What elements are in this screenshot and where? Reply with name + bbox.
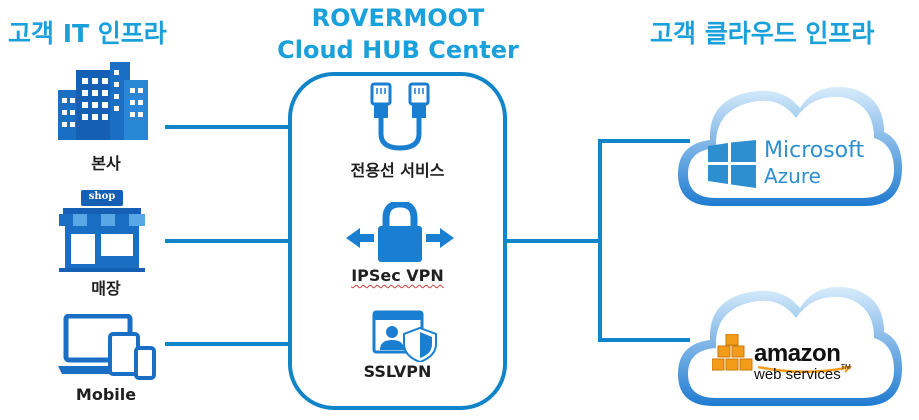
- shop-icon: shop: [57, 190, 147, 272]
- right-heading: 고객 클라우드 인프라: [650, 19, 875, 48]
- aws-line2-wrap: web servicesTM: [754, 364, 851, 383]
- azure-line1: Microsoft: [764, 138, 865, 163]
- office-building-icon: [58, 62, 148, 140]
- aws-cloud: [678, 286, 902, 406]
- aws-cubes-icon: [712, 334, 753, 371]
- left-heading: 고객 IT 인프라: [8, 19, 167, 48]
- label-mobile: Mobile: [75, 385, 137, 404]
- label-leased-line: 전용선 서비스: [350, 161, 445, 180]
- aws-line2: web services: [754, 366, 841, 383]
- aws-tm: TM: [840, 364, 851, 371]
- ethernet-cable-icon: [370, 82, 430, 151]
- windows-logo-icon: [708, 140, 756, 188]
- aws-line1: amazon: [754, 340, 841, 367]
- label-sslvpn: SSLVPN: [363, 362, 432, 381]
- user-shield-icon: [372, 310, 437, 362]
- aws-smile-icon: [757, 366, 852, 373]
- hub-title-line2: Cloud HUB Center: [277, 36, 519, 64]
- label-hq: 본사: [91, 154, 121, 173]
- label-ipsec: IPSec VPN: [300, 266, 495, 285]
- padlock-arrows-icon: [346, 202, 454, 262]
- azure-line2: Azure: [764, 164, 821, 188]
- shop-sign-text: shop: [88, 191, 116, 202]
- label-shop: 매장: [91, 279, 121, 298]
- label-ipsec-text: IPSec VPN: [351, 266, 444, 285]
- hub-title-line1: ROVERMOOT: [311, 4, 485, 32]
- devices-icon: [58, 314, 156, 380]
